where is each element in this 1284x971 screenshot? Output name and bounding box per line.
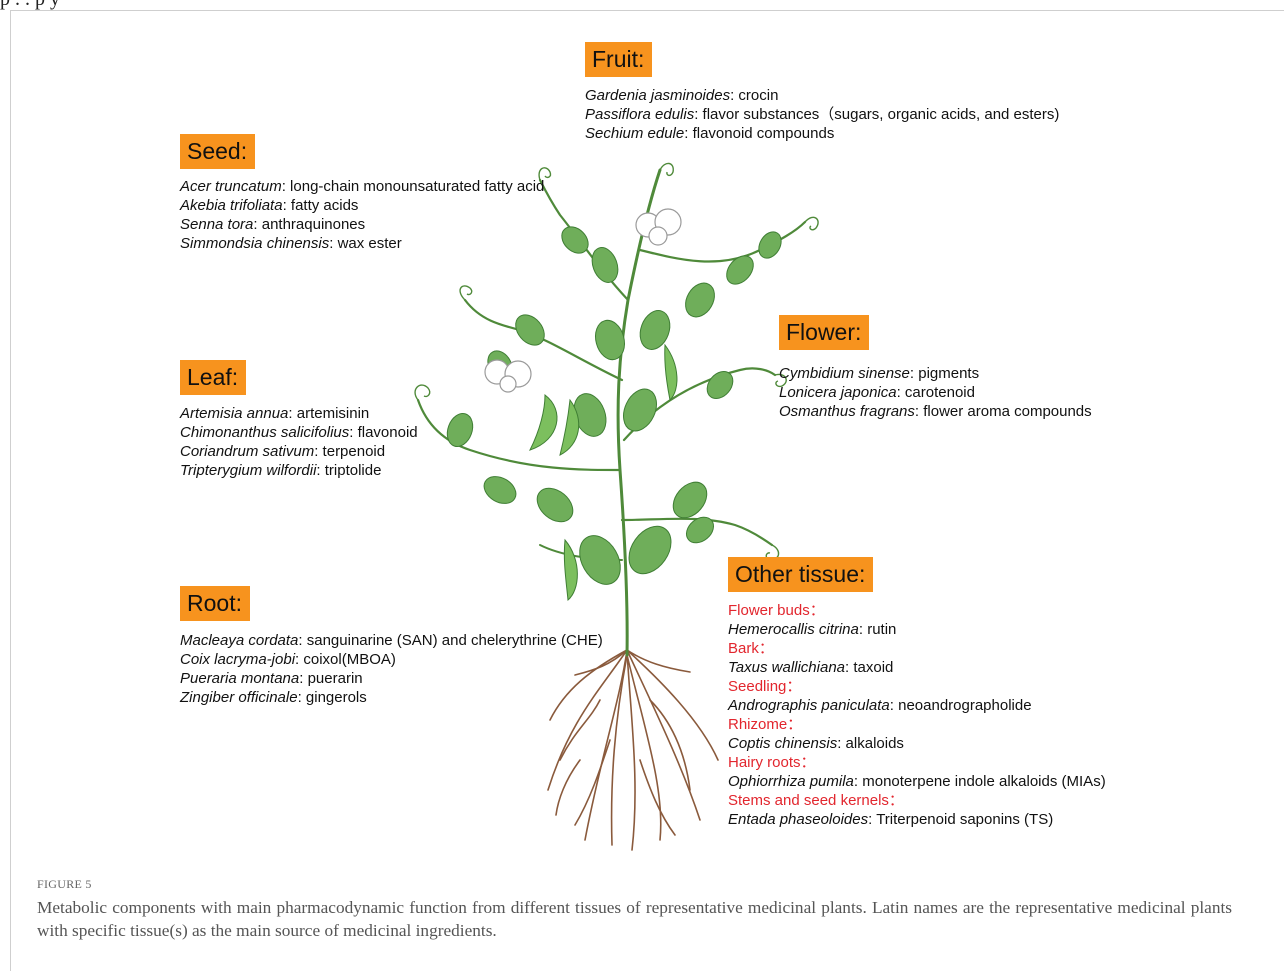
other-tissue-entry: Taxus wallichiana: taxoid xyxy=(728,658,1106,677)
other-tissue-entry: Andrographis paniculata: neoandrographol… xyxy=(728,696,1106,715)
fruit-entry: Sechium edule: flavonoid compounds xyxy=(585,124,1059,143)
tissue-subtitle: Seedling： xyxy=(728,677,1106,696)
tissue-subtitle: Hairy roots： xyxy=(728,753,1106,772)
other-tissue-entries: Flower buds： Hemerocallis citrina: rutin… xyxy=(728,601,1106,829)
root-entries: Macleaya cordata: sanguinarine (SAN) and… xyxy=(180,631,603,707)
fruit-entry: Gardenia jasminoides: crocin xyxy=(585,86,1059,105)
root-entry: Pueraria montana: puerarin xyxy=(180,669,603,688)
tissue-subtitle: Stems and seed kernels： xyxy=(728,791,1106,810)
leaf-entry: Tripterygium wilfordii: triptolide xyxy=(180,461,418,480)
flower-entry: Osmanthus fragrans: flower aroma compoun… xyxy=(779,402,1092,421)
flower-entry: Cymbidium sinense: pigments xyxy=(779,364,1092,383)
root-entry: Macleaya cordata: sanguinarine (SAN) and… xyxy=(180,631,603,650)
other-tissue-label: Other tissue: xyxy=(728,557,873,592)
seed-entry: Senna tora: anthraquinones xyxy=(180,215,544,234)
seed-entry: Acer truncatum: long-chain monounsaturat… xyxy=(180,177,544,196)
root-label: Root: xyxy=(180,586,250,621)
tissue-subtitle: Rhizome： xyxy=(728,715,1106,734)
leaf-label: Leaf: xyxy=(180,360,246,395)
root-entry: Zingiber officinale: gingerols xyxy=(180,688,603,707)
figure-caption: Metabolic components with main pharmacod… xyxy=(37,896,1232,942)
other-tissue-entry: Ophiorrhiza pumila: monoterpene indole a… xyxy=(728,772,1106,791)
seed-label: Seed: xyxy=(180,134,255,169)
plant-tissue-figure: Fruit: Seed: Flower: Leaf: Root: Other t… xyxy=(0,0,1284,870)
leaf-entries: Artemisia annua: artemisinin Chimonanthu… xyxy=(180,404,418,480)
seed-entries: Acer truncatum: long-chain monounsaturat… xyxy=(180,177,544,253)
tissue-subtitle: Bark： xyxy=(728,639,1106,658)
other-tissue-entry: Coptis chinensis: alkaloids xyxy=(728,734,1106,753)
tissue-subtitle: Flower buds： xyxy=(728,601,1106,620)
leaf-entry: Coriandrum sativum: terpenoid xyxy=(180,442,418,461)
plant-leaves xyxy=(443,222,786,592)
fruit-label: Fruit: xyxy=(585,42,652,77)
fruit-entry: Passiflora edulis: flavor substances（sug… xyxy=(585,105,1059,124)
flower-label: Flower: xyxy=(779,315,869,350)
leaf-entry: Chimonanthus salicifolius: flavonoid xyxy=(180,423,418,442)
flower-entry: Lonicera japonica: carotenoid xyxy=(779,383,1092,402)
other-tissue-entry: Entada phaseoloides: Triterpenoid saponi… xyxy=(728,810,1106,829)
seed-entry: Akebia trifoliata: fatty acids xyxy=(180,196,544,215)
root-entry: Coix lacryma-jobi: coixol(MBOA) xyxy=(180,650,603,669)
seed-entry: Simmondsia chinensis: wax ester xyxy=(180,234,544,253)
figure-number: FIGURE 5 xyxy=(37,877,92,892)
flower-entries: Cymbidium sinense: pigments Lonicera jap… xyxy=(779,364,1092,421)
fruit-entries: Gardenia jasminoides: crocin Passiflora … xyxy=(585,86,1059,143)
leaf-entry: Artemisia annua: artemisinin xyxy=(180,404,418,423)
other-tissue-entry: Hemerocallis citrina: rutin xyxy=(728,620,1106,639)
